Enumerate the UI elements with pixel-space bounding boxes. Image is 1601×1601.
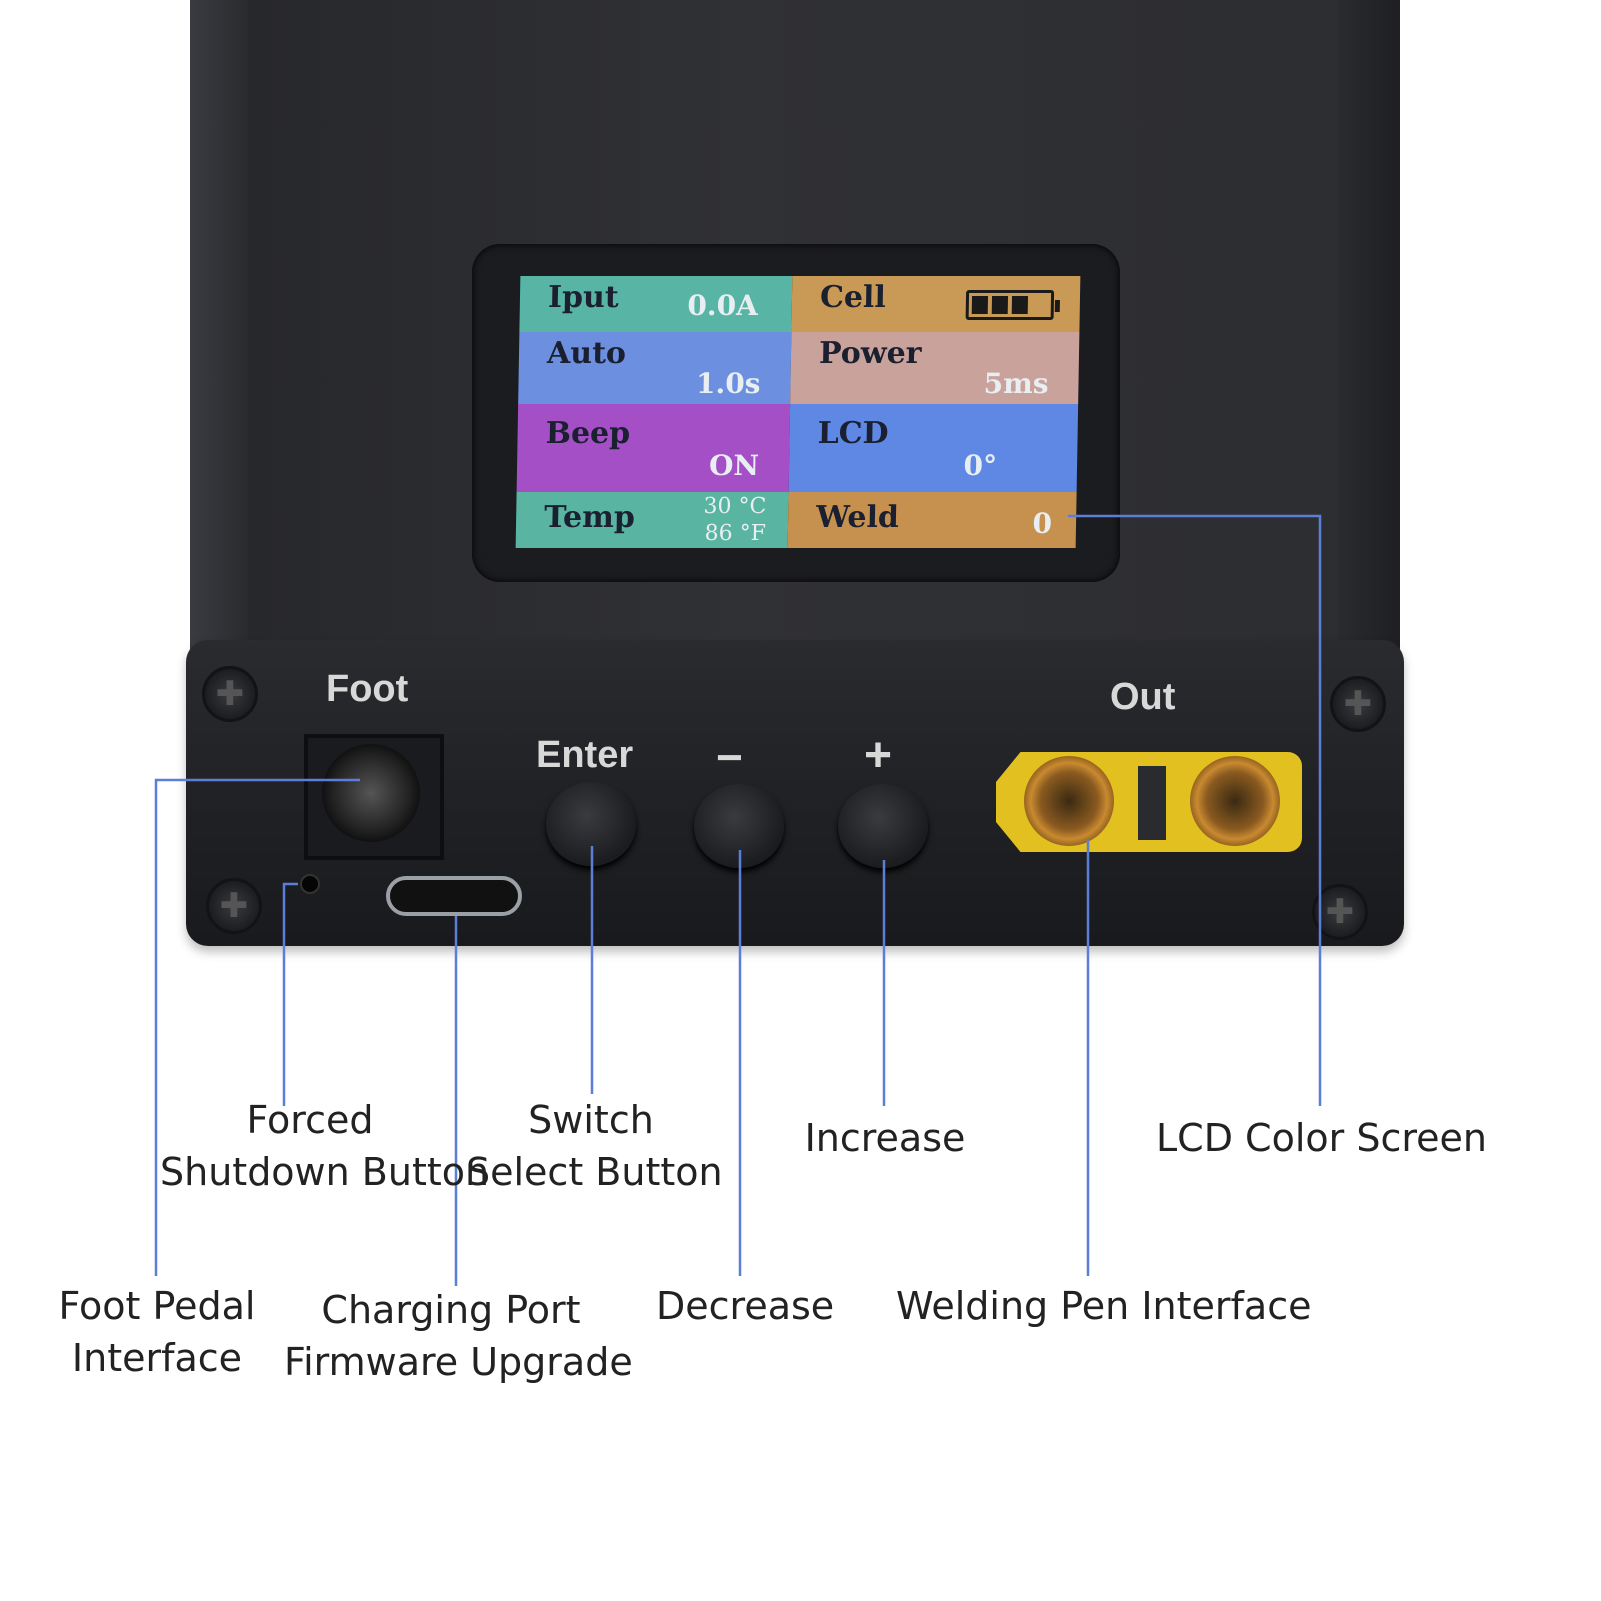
leader-foot-pedal bbox=[154, 778, 360, 1276]
connector-pin-icon bbox=[1024, 756, 1114, 846]
callout-decrease: Decrease bbox=[656, 1284, 835, 1328]
screw-icon: ✚ bbox=[1312, 884, 1368, 940]
device-left-edge bbox=[190, 0, 248, 690]
increase-button[interactable] bbox=[838, 784, 928, 868]
foot-label: Foot bbox=[326, 668, 409, 710]
minus-label: − bbox=[716, 731, 743, 783]
foot-pedal-socket bbox=[322, 744, 420, 842]
usb-c-port[interactable] bbox=[386, 876, 522, 916]
callout-switch-select: Switch Select Button bbox=[466, 1098, 723, 1194]
out-label: Out bbox=[1110, 676, 1176, 718]
forced-shutdown-button[interactable] bbox=[300, 874, 320, 894]
leader-forced-shutdown bbox=[282, 882, 298, 1106]
callout-welding-pen: Welding Pen Interface bbox=[896, 1284, 1312, 1328]
callout-increase: Increase bbox=[804, 1116, 966, 1160]
plus-label: + bbox=[864, 729, 893, 782]
callout-lcd-screen: LCD Color Screen bbox=[1156, 1116, 1487, 1160]
callout-forced-shutdown: Forced Shutdown Button bbox=[160, 1098, 490, 1194]
device-right-edge bbox=[1338, 0, 1400, 690]
screw-icon: ✚ bbox=[202, 666, 258, 722]
screw-icon: ✚ bbox=[1330, 676, 1386, 732]
connector-divider bbox=[1138, 766, 1166, 840]
callout-foot-pedal: Foot Pedal Interface bbox=[58, 1284, 256, 1380]
connector-pin-icon bbox=[1190, 756, 1280, 846]
enter-label: Enter bbox=[536, 734, 634, 776]
callout-charging-port: Charging Port Firmware Upgrade bbox=[284, 1288, 633, 1384]
leader-lcd bbox=[1068, 514, 1322, 1106]
screw-icon: ✚ bbox=[206, 878, 262, 934]
